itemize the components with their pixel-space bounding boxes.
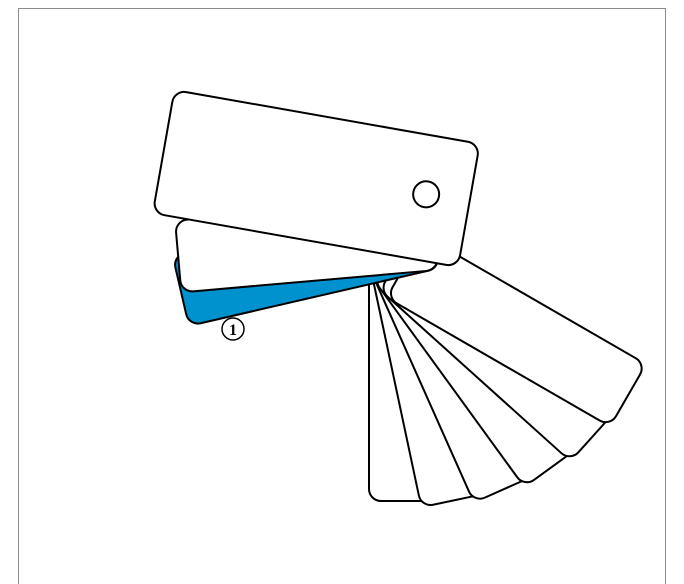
fan-cards [153, 90, 646, 507]
frame-border [19, 9, 666, 584]
callout-1: 1 [222, 318, 244, 340]
callout-label: 1 [229, 322, 237, 339]
